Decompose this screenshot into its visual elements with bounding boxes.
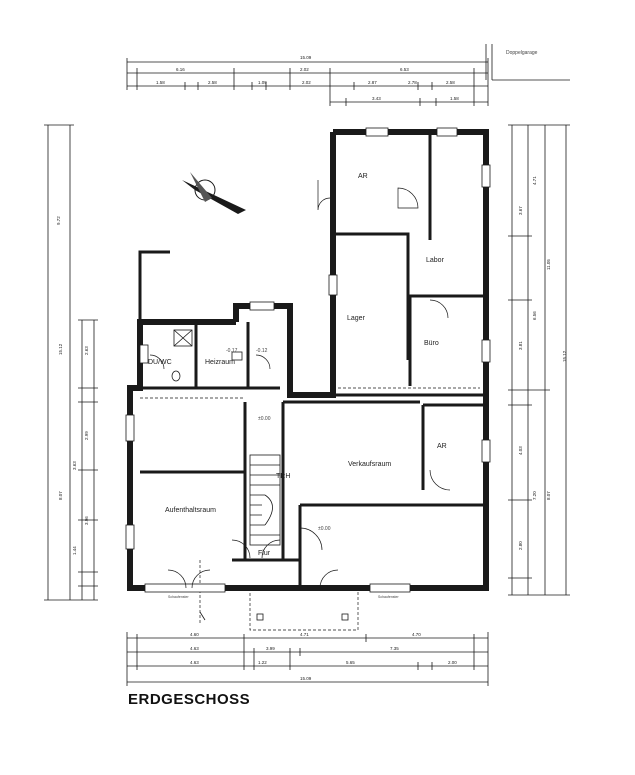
dim-left-mid-3: 3.63 bbox=[72, 461, 77, 470]
room-labor: Labor bbox=[426, 257, 445, 264]
level-stair: -0.12 bbox=[256, 348, 268, 354]
room-verkaufsraum: Verkaufsraum bbox=[348, 461, 391, 468]
dim-bottom-total: 15.09 bbox=[300, 676, 312, 681]
dim-bottom-row1-3: 4.70 bbox=[412, 632, 421, 637]
dim-top-total: 15.09 bbox=[300, 55, 312, 60]
dim-top-row3-6: 2.78 bbox=[408, 80, 417, 85]
dim-right-mid-1: 3.67 bbox=[518, 206, 523, 215]
dim-top-row3-1: 1.58 bbox=[156, 80, 165, 85]
dim-top-row3-3: 1.09 bbox=[258, 80, 267, 85]
dim-right-mid-3: 6.56 bbox=[532, 311, 537, 320]
dim-bottom-row3-2: 1.22 bbox=[258, 660, 267, 665]
dim-top-row3-5: 2.87 bbox=[368, 80, 377, 85]
dim-bottom-row3-1: 4.63 bbox=[190, 660, 199, 665]
entrance-posts bbox=[199, 611, 349, 621]
label-schaufenster-right: Schaufenster bbox=[378, 595, 399, 599]
dim-bottom-row1-2: 4.71 bbox=[300, 632, 309, 637]
dim-bottom-row2-1: 4.63 bbox=[190, 646, 199, 651]
dim-left-total: 9.72 bbox=[56, 216, 61, 225]
dim-left-low: 8.07 bbox=[58, 491, 63, 500]
dim-top-row2-2: 2.02 bbox=[300, 67, 309, 72]
dim-right-mid-7: 8.07 bbox=[546, 491, 551, 500]
dim-left-mid-2: 2.99 bbox=[84, 431, 89, 440]
dim-right-mid-2: 4.71 bbox=[532, 176, 537, 185]
windows bbox=[125, 127, 491, 593]
level-heizraum: -0.17 bbox=[226, 348, 238, 354]
dim-left-mid-1: 2.63 bbox=[84, 346, 89, 355]
level-flur: ±0.00 bbox=[258, 416, 271, 422]
room-flur: Flur bbox=[258, 550, 271, 557]
room-buero: Büro bbox=[424, 340, 439, 347]
plan-title: ERDGESCHOSS bbox=[128, 691, 250, 708]
north-arrow-icon bbox=[182, 172, 246, 214]
top-dimension-chains: 15.09 6.16 2.02 6.53 1.58 2.58 1.09 2.02… bbox=[126, 44, 570, 106]
dim-right-mid-8: 2.80 bbox=[518, 541, 523, 550]
dim-top-row3-2: 2.58 bbox=[208, 80, 217, 85]
dim-top-row3-4: 2.02 bbox=[302, 80, 311, 85]
bottom-dimension-chains: 4.60 4.71 4.70 4.63 3.99 7.35 4.63 1.22 … bbox=[126, 632, 489, 686]
dim-bottom-row2-3: 7.35 bbox=[390, 646, 399, 651]
dim-top-row4-2: 1.58 bbox=[450, 96, 459, 101]
dim-right-mid-5: 4.03 bbox=[518, 446, 523, 455]
dim-top-row2-3: 6.53 bbox=[400, 67, 409, 72]
dim-left-outer: 15.12 bbox=[58, 343, 63, 355]
dim-left-mid-5: 1.44 bbox=[72, 546, 77, 555]
room-ar-top: AR bbox=[358, 173, 368, 180]
dim-right-outer: 15.12 bbox=[562, 350, 567, 362]
walls bbox=[127, 129, 489, 591]
dim-bottom-row3-3: 5.65 bbox=[346, 660, 355, 665]
dim-right-mid-6: 7.20 bbox=[532, 491, 537, 500]
doors bbox=[149, 180, 451, 589]
staircase bbox=[249, 454, 281, 546]
dashed-lines bbox=[140, 387, 480, 631]
room-trh: TRH bbox=[276, 473, 290, 480]
room-aufenthaltsraum: Aufenthaltsraum bbox=[165, 507, 216, 514]
room-ar-right: AR bbox=[437, 443, 447, 450]
left-dimension-chains: 9.72 15.12 2.63 2.99 3.63 3.96 1.44 8.07 bbox=[44, 124, 98, 601]
level-main: ±0.00 bbox=[318, 526, 331, 532]
dim-bottom-row1-1: 4.60 bbox=[190, 632, 199, 637]
dim-top-row3-7: 2.58 bbox=[446, 80, 455, 85]
dim-top-row2-1: 6.16 bbox=[176, 67, 185, 72]
bathroom-fixtures bbox=[171, 329, 243, 382]
dim-bottom-row3-4: 2.00 bbox=[448, 660, 457, 665]
room-du-wc: DU/WC bbox=[148, 359, 172, 366]
dim-top-row4-1: 3.43 bbox=[372, 96, 381, 101]
dim-right-mid-4: 3.81 bbox=[518, 341, 523, 350]
room-lager: Lager bbox=[347, 315, 366, 322]
label-schaufenster-left: Schaufenster bbox=[168, 595, 189, 599]
right-dimension-chains: 3.67 4.71 6.56 3.81 4.03 7.20 8.07 2.80 … bbox=[508, 124, 570, 596]
room-heizraum: Heizraum bbox=[205, 359, 235, 366]
dim-bottom-row2-2: 3.99 bbox=[266, 646, 275, 651]
garage-label: Doppelgarage bbox=[506, 50, 538, 56]
dim-left-mid-4: 3.96 bbox=[84, 516, 89, 525]
dim-right-total: 11.05 bbox=[546, 259, 551, 270]
